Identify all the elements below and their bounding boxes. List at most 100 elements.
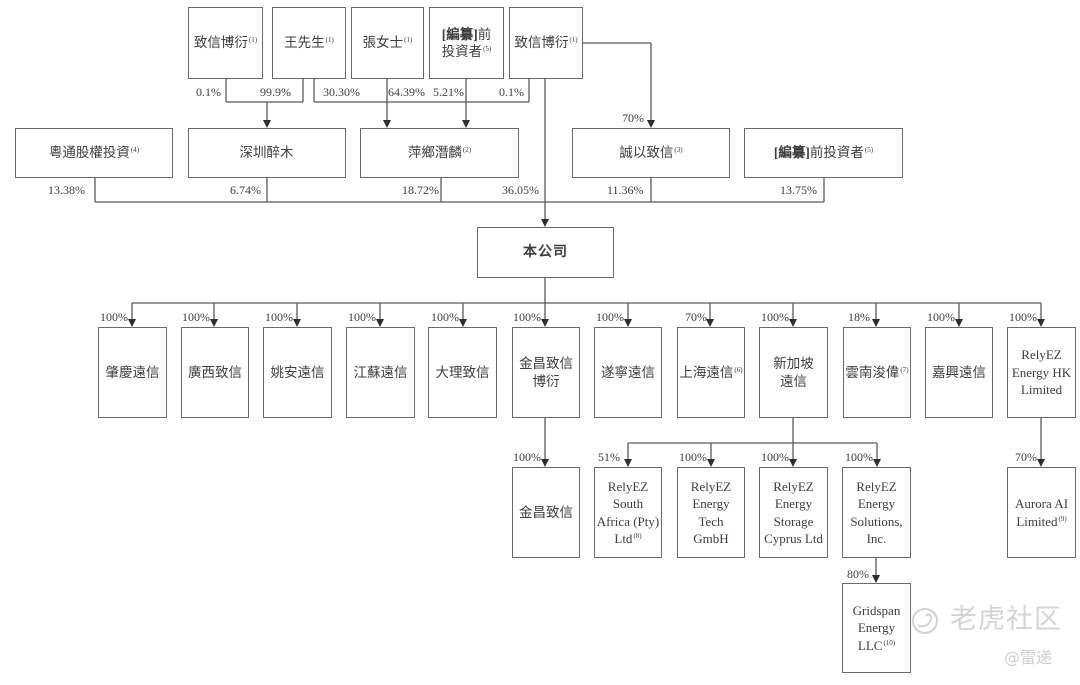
node-label-line1: 新加坡 [773, 356, 814, 371]
arrow-head-icon [263, 120, 271, 128]
ownership-percent: 6.74% [230, 183, 261, 197]
ownership-percent: 11.36% [607, 183, 644, 197]
node-name: 誠以致信 [619, 145, 674, 161]
node-label-line2: Energy [774, 496, 813, 511]
footnote-ref: (1) [569, 36, 578, 45]
arrow-head-icon [383, 120, 391, 128]
ownership-percent: 51% [598, 450, 620, 464]
arrow-head-icon [462, 120, 470, 128]
arrow-head-icon [541, 219, 549, 227]
node-label: 王先生(1) [284, 34, 334, 52]
node-name: 上海遠信 [679, 364, 734, 380]
footnote-ref: (1) [325, 36, 334, 45]
ownership-percent: 99.9% [260, 85, 291, 99]
node-relyez-south-africa: RelyEZ South Africa (Pty) Ltd(8) [594, 467, 662, 558]
node-name: 雲南浚偉 [845, 364, 900, 380]
node-label-line3: Storage [773, 513, 814, 529]
redacted-tag: [編纂] [441, 26, 478, 42]
ownership-percent: 80% [847, 567, 869, 581]
node-name: 致信博衍 [514, 35, 569, 51]
node-name: 王先生 [284, 35, 325, 51]
node-zhaoqing-yuanxin: 肇慶遠信 [98, 327, 167, 418]
node-label-line1: RelyEZ [1021, 347, 1062, 363]
node-label-line1: RelyEZ [607, 478, 649, 494]
arrow-head-icon [706, 319, 714, 327]
node-label-line3: LLC(10) [858, 637, 895, 655]
ownership-percent: 100% [513, 310, 541, 324]
node-label: 大理致信 [435, 364, 490, 380]
node-pingxiang-qianlin: 萍鄉潛麟(2) [360, 128, 519, 178]
ownership-percent: 100% [927, 310, 955, 324]
node-label: 致信博衍(1) [514, 34, 577, 52]
node-jiaxing-yuanxin: 嘉興遠信 [925, 327, 993, 418]
ownership-percent: 64.39% [388, 85, 425, 99]
footnote-ref: (6) [734, 365, 743, 374]
node-label: 萍鄉潛麟(2) [408, 144, 471, 162]
node-name: 張女士 [362, 35, 404, 51]
node-pre-ipo-investors: [編纂]前投資者(5) [744, 128, 903, 178]
node-label-line1: RelyEZ [856, 478, 897, 494]
arrow-head-icon [873, 459, 881, 467]
arrow-head-icon [541, 459, 549, 467]
ownership-percent: 5.21% [433, 85, 464, 99]
node-relyez-energy-solutions: RelyEZ Energy Solutions, Inc. [842, 467, 911, 558]
ownership-percent: 0.1% [499, 85, 524, 99]
node-label: 姚安遠信 [270, 364, 325, 380]
node-name-line2: 投資者 [441, 44, 483, 59]
ownership-percent: 100% [1009, 310, 1037, 324]
tiger-community-logo-icon [912, 608, 938, 634]
node-label-line2: Limited(9) [1016, 513, 1066, 531]
node-label-line2: Energy [857, 620, 896, 636]
node-name: 前 [477, 26, 492, 42]
node-label: 上海遠信(6) [679, 364, 742, 382]
footnote-ref: (3) [674, 146, 683, 155]
node-label: 遂寧遠信 [601, 364, 655, 380]
ownership-percent: 13.38% [48, 183, 85, 197]
ownership-percent: 100% [845, 450, 873, 464]
node-label: 金昌致信 [519, 504, 573, 520]
node-jinchang-zhixin: 金昌致信 [512, 467, 580, 558]
node-name: Ltd [614, 531, 633, 546]
node-name: 萍鄉潛麟 [407, 145, 462, 161]
watermark-author: @雷递 [1004, 648, 1053, 667]
node-mr-wang: 王先生(1) [272, 7, 346, 79]
node-label-line1: Aurora AI [1014, 496, 1069, 511]
node-label-line3: Solutions, [850, 513, 903, 529]
arrow-head-icon [647, 120, 655, 128]
watermark-brand: 老虎社区 [950, 604, 1062, 635]
node-label-line1: [編纂]前 [442, 26, 492, 44]
node-label: 致信博衍(1) [194, 34, 257, 52]
node-label: 廣西致信 [188, 364, 242, 380]
node-label-line4: GmbH [693, 531, 729, 546]
ownership-percent: 18% [848, 310, 870, 324]
company-name: 本公司 [523, 244, 568, 260]
node-zhixin-bohan-upper-left: 致信博衍(1) [188, 7, 263, 79]
arrow-head-icon [789, 319, 797, 327]
redacted-tag: [編纂] [773, 145, 810, 161]
ownership-percent: 100% [348, 310, 376, 324]
ownership-percent: 13.75% [780, 183, 817, 197]
arrow-head-icon [955, 319, 963, 327]
node-relyez-energy-hk: RelyEZ Energy HK Limited [1007, 327, 1076, 418]
node-label-line2: 博衍 [532, 373, 560, 389]
arrow-head-icon [376, 319, 384, 327]
node-shanghai-yuanxin: 上海遠信(6) [677, 327, 745, 418]
node-yaoan-yuanxin: 姚安遠信 [263, 327, 332, 418]
arrow-head-icon [541, 319, 549, 327]
node-name: Limited [1016, 513, 1058, 529]
ownership-percent: 100% [100, 310, 128, 324]
node-the-company: 本公司 [477, 227, 614, 278]
node-label-line3: Limited [1020, 382, 1063, 398]
arrow-head-icon [872, 319, 880, 327]
ownership-percent: 0.1% [196, 85, 221, 99]
ownership-percent: 30.30% [323, 85, 360, 99]
node-gridspan-energy-llc: Gridspan Energy LLC(10) [842, 583, 911, 673]
node-zhixin-bohan-upper-right: 致信博衍(1) [509, 7, 583, 79]
ownership-percent: 70% [622, 111, 644, 125]
node-name: LLC [857, 637, 883, 653]
ownership-percent: 100% [679, 450, 707, 464]
ownership-percent: 100% [596, 310, 624, 324]
node-label: 雲南浚偉(7) [845, 364, 908, 382]
footnote-ref: (7) [900, 365, 909, 374]
